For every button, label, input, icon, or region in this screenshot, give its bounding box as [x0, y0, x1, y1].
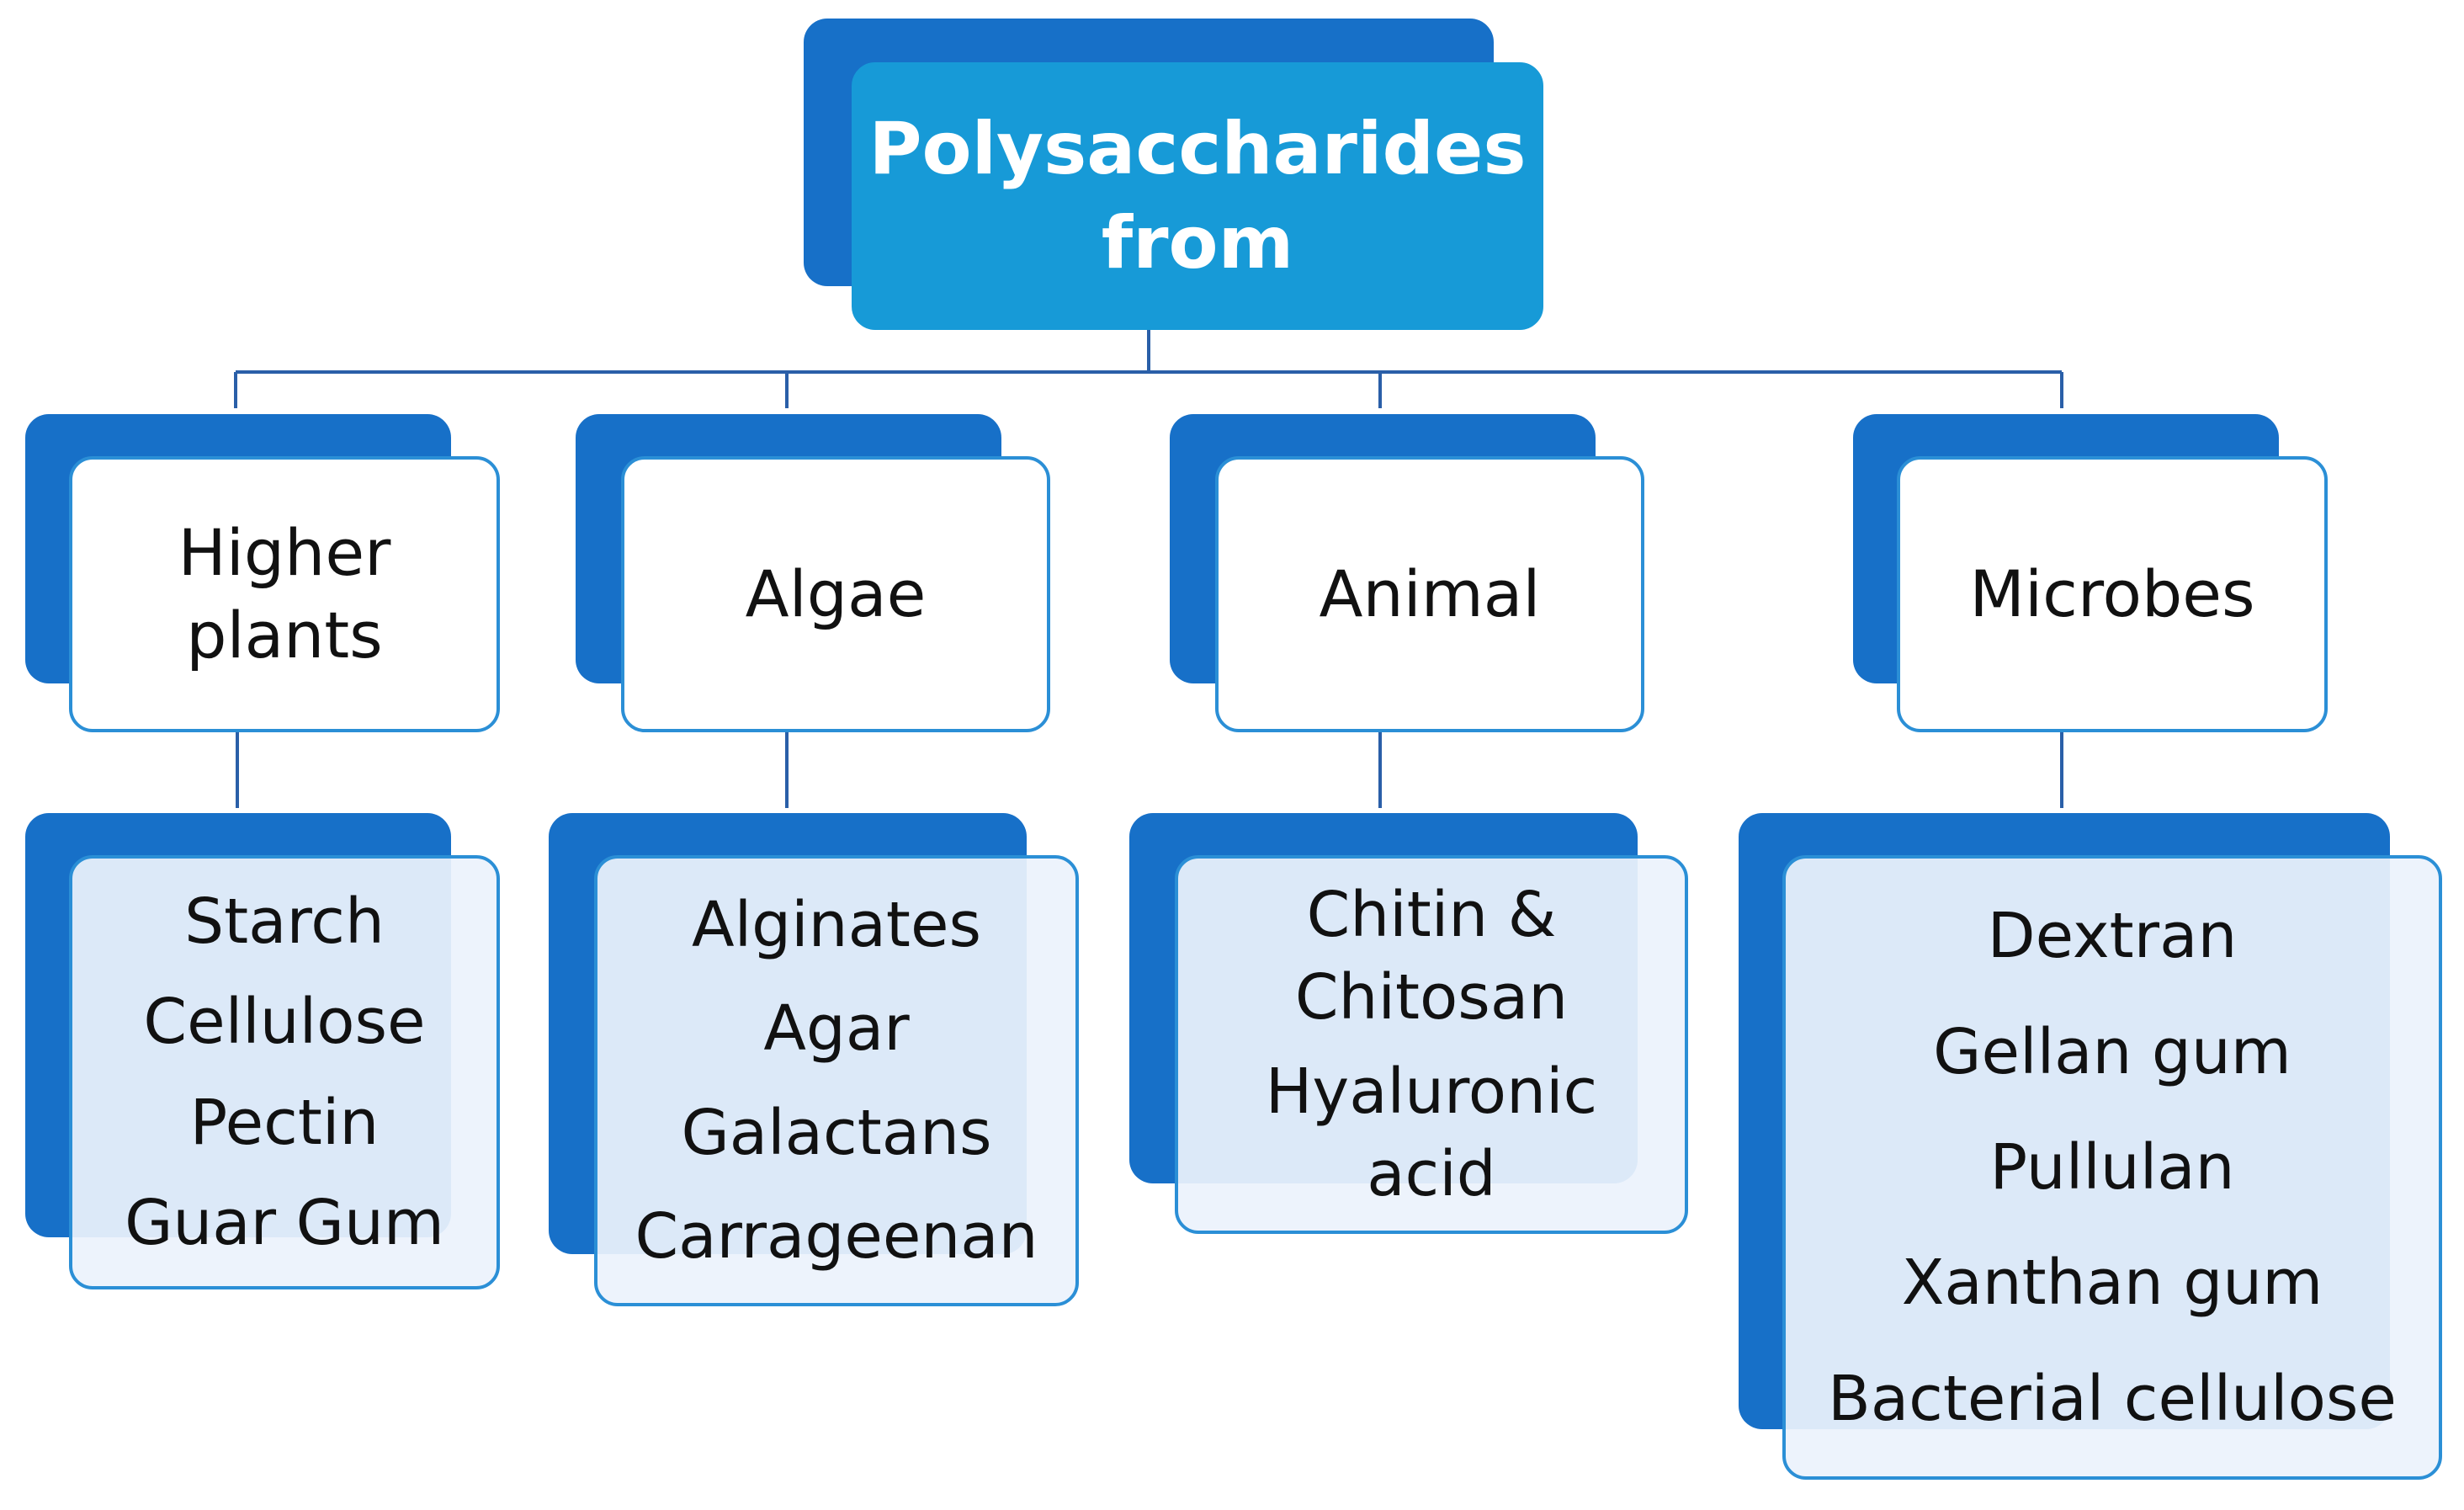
list-item: Hyaluronic acid [1265, 1055, 1598, 1210]
list-item: Dextran [1987, 900, 2238, 973]
list-item: Pectin [189, 1086, 380, 1159]
category-higher-plants-box: Higher plants [69, 456, 500, 732]
list-item: Starch [184, 885, 385, 958]
root-node-box: Polysaccharides from [852, 62, 1543, 330]
category-animal-box: Animal [1215, 456, 1644, 732]
list-item: Pullulan [1989, 1130, 2235, 1204]
list-item: Alginates [691, 888, 982, 961]
category-algae-label: Algae [745, 556, 927, 631]
list-algae-box: Alginates Agar Galactans Carrageenan [594, 855, 1079, 1306]
list-item: Cellulose [143, 986, 426, 1059]
list-higher-plants-box: Starch Cellulose Pectin Guar Gum [69, 855, 500, 1289]
list-item: Carrageenan [635, 1200, 1038, 1273]
category-algae-box: Algae [621, 456, 1050, 732]
list-item: Guar Gum [125, 1187, 444, 1260]
list-item: Bacterial cellulose [1828, 1362, 2397, 1435]
category-microbes-box: Microbes [1897, 456, 2328, 732]
list-animal-box: Chitin & Chitosan Hyaluronic acid [1175, 855, 1688, 1234]
category-higher-plants-label: Higher plants [178, 515, 391, 673]
list-item: Gellan gum [1933, 1015, 2291, 1088]
category-microbes-label: Microbes [1969, 556, 2255, 631]
list-microbes-box: Dextran Gellan gum Pullulan Xanthan gum … [1782, 855, 2442, 1480]
list-item: Xanthan gum [1901, 1247, 2323, 1320]
category-animal-label: Animal [1319, 556, 1541, 631]
root-title: Polysaccharides from [868, 107, 1527, 285]
list-item: Agar [763, 992, 910, 1066]
list-item: Chitin & Chitosan [1294, 879, 1569, 1034]
list-item: Galactans [681, 1096, 992, 1169]
